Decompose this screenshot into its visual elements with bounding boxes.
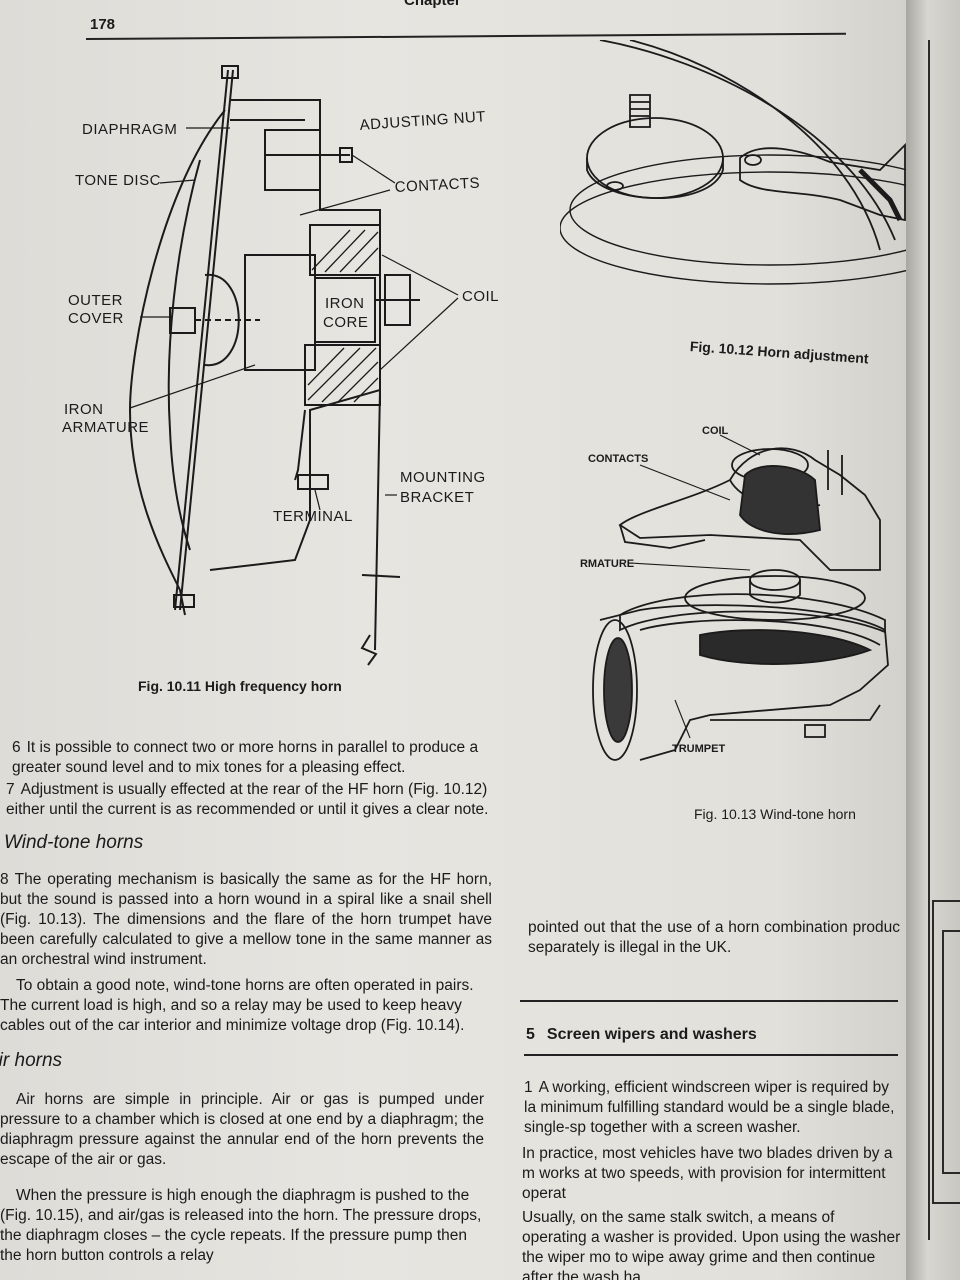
adjacent-page-edge [906,0,960,1280]
caption-fig-10-11: Fig. 10.11 High frequency horn [138,678,342,694]
paragraph-continued: pointed out that the use of a horn combi… [528,919,900,956]
section-rule-bottom [524,1054,898,1056]
figure-high-frequency-horn: DIAPHRAGM ADJUSTING NUT TONE DISC CONTAC… [50,50,520,680]
label-iron-core-line1: IRON [325,295,365,312]
label-iron-armature-line1: IRON [64,401,104,418]
label-wt-contacts: CONTACTS [588,453,648,465]
label-wt-armature: ARMATURE [580,558,634,570]
paragraph-10: Air horns are simple in principle. Air o… [0,1091,484,1168]
wind-tone-horn-diagram: COIL CONTACTS ARMATURE TRUMPET [580,425,889,761]
horn-adjustment-diagram [560,40,910,285]
book-page: Chapter 178 [0,0,912,1280]
label-iron-armature-line2: ARMATURE [62,419,149,436]
label-iron-core-line2: CORE [323,314,368,331]
figure-wind-tone-horn: COIL CONTACTS ARMATURE TRUMPET [580,420,900,780]
high-frequency-horn-diagram: DIAPHRAGM ADJUSTING NUT TONE DISC CONTAC… [62,65,499,666]
header-rule [85,32,846,40]
label-tone-disc: TONE DISC [75,172,161,189]
label-mounting-bracket-line1: MOUNTING [400,469,486,486]
heading-wind-tone-horns: Wind-tone horns [4,832,144,853]
paragraph-9: To obtain a good note, wind-tone horns a… [0,977,474,1034]
heading-air-horns: Air horns [0,1050,63,1071]
label-wt-trumpet: TRUMPET [672,743,725,755]
label-coil: COIL [462,288,499,305]
label-wt-coil: COIL [702,425,729,437]
section-rule-top [520,1000,898,1002]
figure-horn-adjustment [560,40,910,310]
label-outer-cover-line1: OUTER [68,292,123,309]
label-adjusting-nut: ADJUSTING NUT [359,108,486,134]
label-diaphragm: DIAPHRAGM [82,121,177,138]
paragraph-wipers-2: In practice, most vehicles have two blad… [522,1145,893,1202]
caption-fig-10-12: Fig. 10.12 Horn adjustment [689,338,870,367]
caption-fig-10-13: Fig. 10.13 Wind-tone horn [694,806,856,822]
page-number: 178 [90,16,116,33]
label-outer-cover-line2: COVER [68,310,124,327]
label-contacts: CONTACTS [394,175,480,196]
chapter-header: Chapter [404,0,461,9]
label-terminal: TERMINAL [273,508,353,525]
label-mounting-bracket-line2: BRACKET [400,489,474,506]
paragraph-11: When the pressure is high enough the dia… [0,1187,482,1264]
paragraph-wipers-3: Usually, on the same stalk switch, a mea… [522,1209,901,1280]
